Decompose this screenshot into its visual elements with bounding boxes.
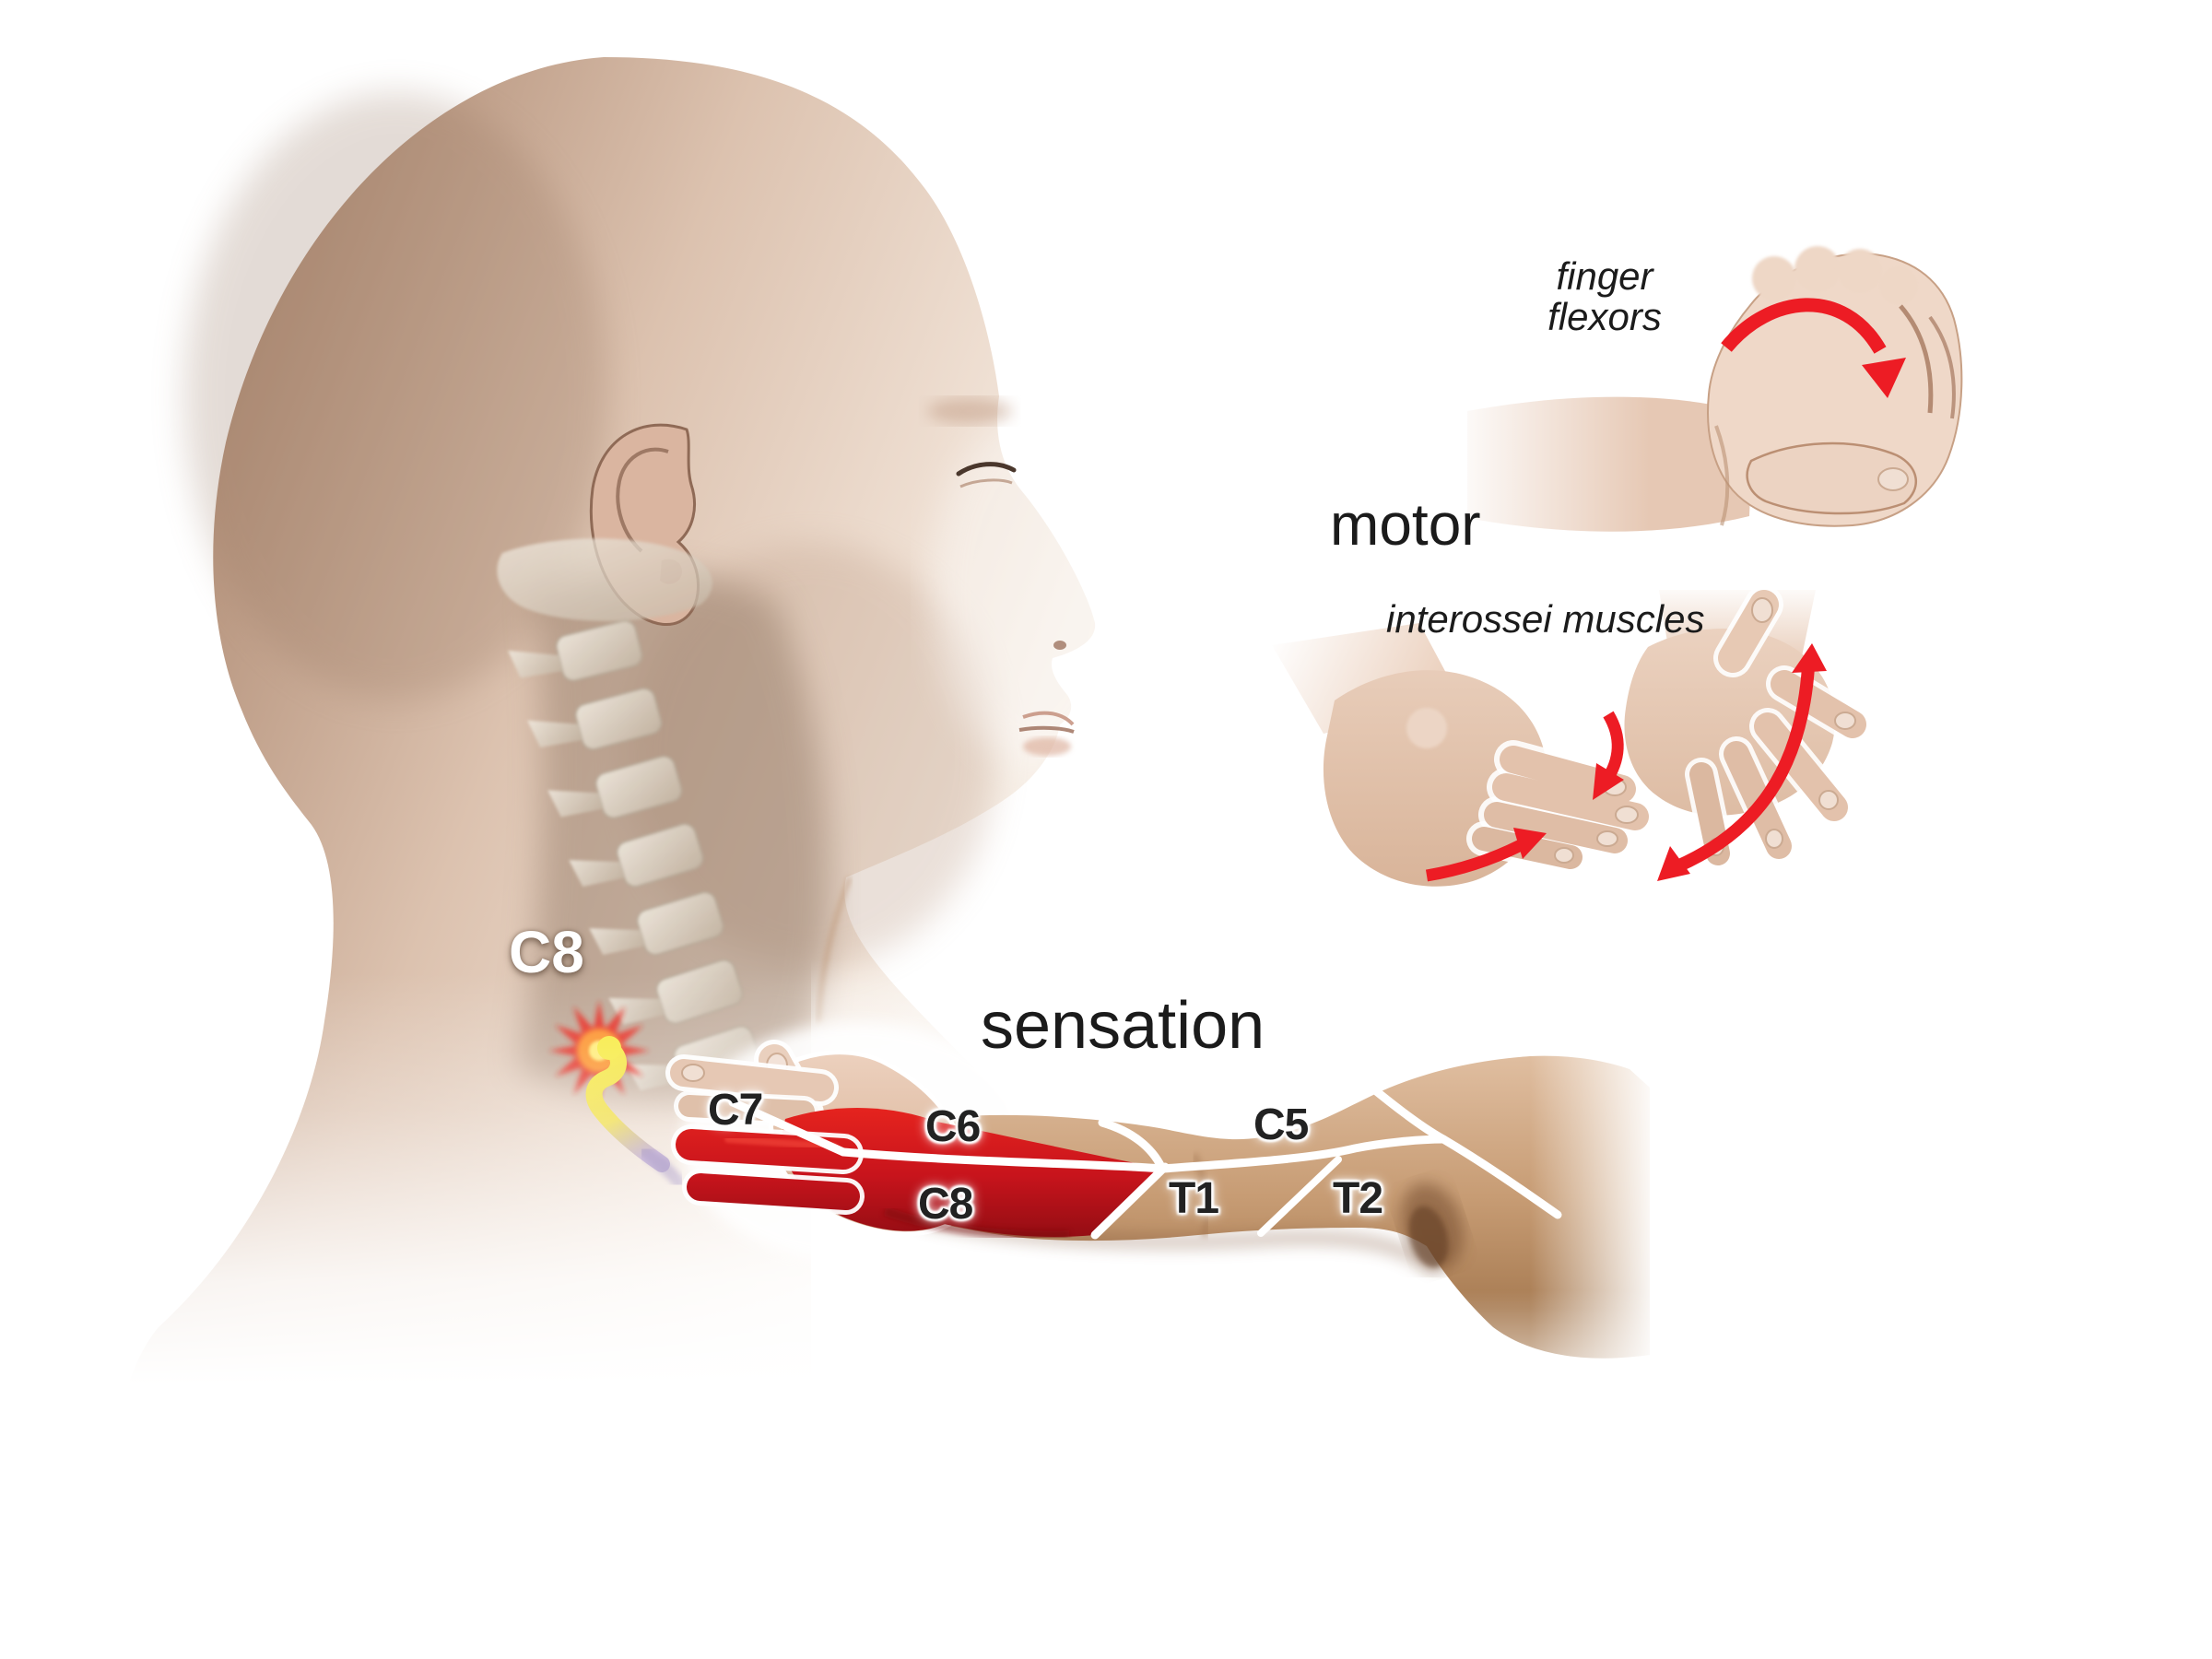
- wrist-crease: [1714, 425, 1730, 526]
- c8-red-forearm-wedge: [899, 1119, 1163, 1237]
- thumb-knuckle: [1406, 708, 1447, 748]
- red-shading: [883, 1206, 1070, 1241]
- skull-base-bone: [497, 538, 712, 621]
- vertebra: [569, 823, 704, 888]
- mouth-line: [1018, 725, 1075, 734]
- c8-dermatome-region: [671, 1108, 1163, 1241]
- vertebra: [508, 619, 643, 682]
- armpit-hair: [1408, 1206, 1449, 1268]
- vertebra: [547, 755, 683, 819]
- fingernail: [1818, 790, 1839, 810]
- boundary-c8-t1: [1090, 1162, 1170, 1240]
- thumbnail: [1877, 467, 1909, 491]
- dermatome-label-c7: C7: [708, 1086, 763, 1135]
- boundary-c7-c8: [728, 1098, 848, 1157]
- dermatome-boundary-lines: [728, 1081, 1562, 1240]
- finger-fold-line: [1928, 315, 1956, 419]
- c8-red-pinky-finger: [687, 1173, 860, 1210]
- torso-fade-bottom: [1364, 1290, 1677, 1475]
- upper-lip: [1022, 711, 1075, 726]
- motor-section-title: motor: [1330, 491, 1481, 558]
- finger-adduction-arrow-up-icon: [1425, 828, 1547, 882]
- fingernail: [1834, 712, 1856, 730]
- finger-adduction-arrow-down-icon: [1593, 711, 1624, 800]
- eyelid-crease: [959, 478, 1013, 488]
- c8-red-ring-finger: [676, 1129, 859, 1170]
- arm-silhouette: [901, 1055, 1650, 1359]
- boundary-c6-c8: [839, 1147, 1168, 1173]
- boundary-c6-c5-elbow: [1098, 1118, 1166, 1171]
- fingernail: [1554, 847, 1574, 864]
- fingernail: [1615, 806, 1639, 824]
- finger-fold-line: [1899, 304, 1934, 414]
- finger-flexion-arrow-icon: [1721, 298, 1906, 398]
- knuckle: [1879, 266, 1918, 305]
- c8-nerve-root-label: C8: [509, 919, 584, 985]
- interossei-hands: [1272, 585, 1871, 887]
- vertebra: [589, 891, 724, 956]
- eye: [956, 462, 1017, 477]
- eyebrow: [927, 398, 1012, 424]
- sensation-arm: [665, 995, 1677, 1530]
- finger-flexors-label: finger flexors: [1500, 254, 1709, 339]
- nostril: [1053, 641, 1066, 650]
- shading: [184, 92, 608, 700]
- fingernail: [681, 1064, 705, 1082]
- finger-flexors-line1: finger: [1556, 254, 1653, 298]
- fingernail: [1596, 830, 1618, 847]
- finger-flexors-line2: flexors: [1547, 295, 1662, 339]
- fist-forearm: [1467, 396, 1753, 532]
- finger-abduction-double-arrow-icon: [1657, 643, 1827, 881]
- dermatome-label-c6: C6: [925, 1102, 981, 1151]
- thumbnail: [1751, 597, 1773, 623]
- cervical-spine-xray: [497, 538, 761, 1091]
- dermatome-label-t2: T2: [1333, 1174, 1383, 1223]
- knuckle: [1794, 246, 1841, 292]
- adducted-hand: [1272, 623, 1654, 887]
- fingernail: [1765, 829, 1783, 849]
- dermatome-label-c8: C8: [918, 1180, 973, 1229]
- vertebra: [527, 688, 663, 750]
- c7-index-finger: [670, 1059, 834, 1101]
- boundary-t1-t2: [1257, 1156, 1342, 1237]
- interossei-muscles-label: interossei muscles: [1386, 597, 1705, 641]
- dermatome-label-c5: C5: [1253, 1100, 1309, 1149]
- boundary-t1-upper: [1159, 1135, 1448, 1173]
- boundary-c5-shoulder: [1365, 1081, 1562, 1219]
- sensation-section-title: sensation: [981, 989, 1265, 1063]
- knuckle: [1838, 249, 1882, 293]
- knuckle: [1752, 256, 1796, 300]
- red-highlight: [724, 1135, 838, 1150]
- finger-flexors-fist: [1467, 246, 1963, 532]
- dermatome-label-t1: T1: [1169, 1174, 1219, 1223]
- shading: [931, 415, 1134, 765]
- fist-thumb: [1746, 441, 1918, 515]
- lower-lip: [1023, 737, 1071, 756]
